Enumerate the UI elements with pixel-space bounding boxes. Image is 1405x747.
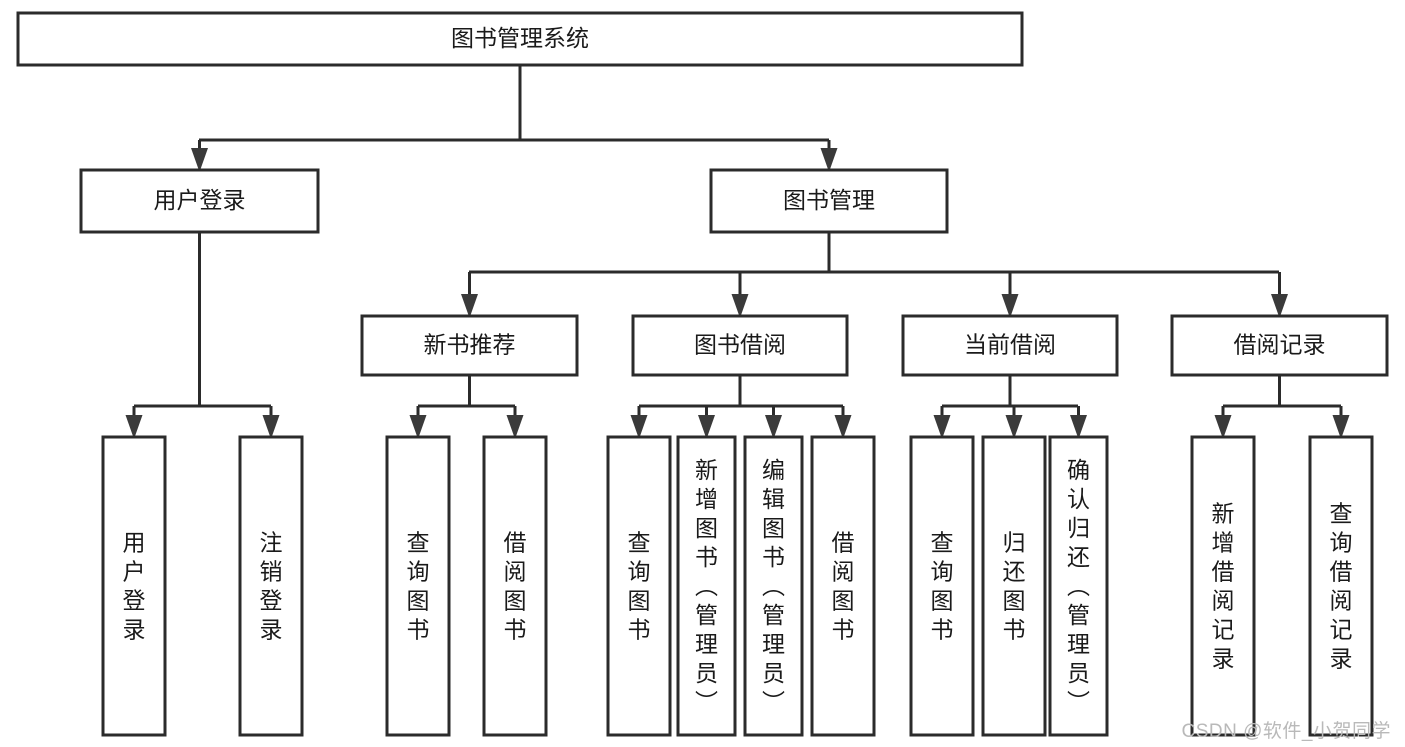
node-label-leaf-edit-book-admin: 编辑图书︵管理员︶ bbox=[762, 457, 785, 715]
node-label-leaf-query-borrow-record: 查询借阅记录 bbox=[1330, 501, 1353, 672]
node-box-borrow-record bbox=[1170, 314, 1389, 377]
leaf-node-leaf-borrow-book-rec[interactable]: 借阅图书 bbox=[482, 435, 548, 737]
node-box-leaf-logout bbox=[238, 435, 304, 737]
level3-node-book-borrow[interactable]: 图书借阅 bbox=[631, 314, 849, 377]
leaf-node-leaf-confirm-return-admin[interactable]: 确认归还︵管理员︶ bbox=[1048, 435, 1109, 737]
arrow-head-leaf-confirm-return-admin bbox=[1070, 415, 1087, 439]
node-box-book-borrow bbox=[631, 314, 849, 377]
node-box-leaf-add-book-admin bbox=[676, 435, 737, 737]
leaf-node-leaf-user-login[interactable]: 用户登录 bbox=[101, 435, 167, 737]
arrow-head-new-book-recommend bbox=[461, 294, 478, 318]
arrow-head-book-management bbox=[820, 148, 838, 172]
node-label-leaf-add-book-admin: 新增图书︵管理员︶ bbox=[695, 457, 718, 715]
node-label-leaf-query-book-current: 查询图书 bbox=[931, 530, 954, 643]
level3-node-new-book-recommend[interactable]: 新书推荐 bbox=[360, 314, 579, 377]
node-box-leaf-query-book-current bbox=[909, 435, 975, 737]
node-label-root: 图书管理系统 bbox=[451, 25, 589, 51]
level3-node-borrow-record[interactable]: 借阅记录 bbox=[1170, 314, 1389, 377]
leaf-node-leaf-edit-book-admin[interactable]: 编辑图书︵管理员︶ bbox=[743, 435, 804, 737]
root-node-root[interactable]: 图书管理系统 bbox=[16, 11, 1024, 67]
leaf-node-leaf-add-book-admin[interactable]: 新增图书︵管理员︶ bbox=[676, 435, 737, 737]
node-box-leaf-confirm-return-admin bbox=[1048, 435, 1109, 737]
arrow-head-leaf-query-book-rec bbox=[409, 415, 427, 439]
arrow-head-user-login bbox=[191, 148, 208, 172]
node-label-leaf-borrow-book-rec: 借阅图书 bbox=[504, 530, 527, 643]
arrow-head-leaf-query-borrow-record bbox=[1332, 415, 1350, 439]
arrow-head-leaf-return-book bbox=[1005, 415, 1023, 439]
leaf-node-leaf-add-borrow-record[interactable]: 新增借阅记录 bbox=[1190, 435, 1256, 737]
node-box-leaf-return-book bbox=[981, 435, 1047, 737]
node-box-leaf-query-borrow-record bbox=[1308, 435, 1374, 737]
node-label-user-login: 用户登录 bbox=[154, 187, 246, 213]
arrow-head-leaf-add-book-admin bbox=[698, 415, 715, 439]
node-label-book-management: 图书管理 bbox=[783, 187, 875, 213]
level3-node-current-borrow[interactable]: 当前借阅 bbox=[901, 314, 1119, 377]
node-label-leaf-user-login: 用户登录 bbox=[123, 530, 146, 643]
leaf-node-leaf-logout[interactable]: 注销登录 bbox=[238, 435, 304, 737]
arrow-head-leaf-borrow-book-rec bbox=[506, 415, 524, 439]
node-box-current-borrow bbox=[901, 314, 1119, 377]
arrow-head-leaf-edit-book-admin bbox=[765, 415, 782, 439]
leaf-node-leaf-return-book[interactable]: 归还图书 bbox=[981, 435, 1047, 737]
node-label-leaf-borrow-book: 借阅图书 bbox=[832, 530, 855, 643]
node-label-book-borrow: 图书借阅 bbox=[694, 332, 786, 358]
arrow-head-leaf-logout bbox=[262, 415, 280, 439]
node-label-borrow-record: 借阅记录 bbox=[1234, 332, 1326, 358]
leaf-node-leaf-query-book-borrow[interactable]: 查询图书 bbox=[606, 435, 672, 737]
node-box-leaf-borrow-book bbox=[810, 435, 876, 737]
leaf-node-leaf-query-book-current[interactable]: 查询图书 bbox=[909, 435, 975, 737]
nodes-layer: 图书管理系统用户登录图书管理新书推荐图书借阅当前借阅借阅记录用户登录注销登录查询… bbox=[16, 11, 1389, 737]
arrow-head-current-borrow bbox=[1001, 294, 1019, 318]
arrow-head-book-borrow bbox=[731, 294, 749, 318]
leaf-node-leaf-borrow-book[interactable]: 借阅图书 bbox=[810, 435, 876, 737]
node-box-leaf-add-borrow-record bbox=[1190, 435, 1256, 737]
node-label-leaf-query-book-rec: 查询图书 bbox=[407, 530, 430, 643]
arrow-head-leaf-query-book-current bbox=[933, 415, 951, 439]
arrow-head-leaf-add-borrow-record bbox=[1214, 415, 1232, 439]
arrow-head-leaf-query-book-borrow bbox=[630, 415, 648, 439]
node-box-leaf-query-book-borrow bbox=[606, 435, 672, 737]
level2-node-user-login[interactable]: 用户登录 bbox=[79, 168, 320, 234]
node-label-leaf-logout: 注销登录 bbox=[260, 530, 283, 643]
node-box-user-login bbox=[79, 168, 320, 234]
node-label-leaf-add-borrow-record: 新增借阅记录 bbox=[1212, 501, 1235, 672]
edges-layer bbox=[125, 65, 1350, 439]
node-label-current-borrow: 当前借阅 bbox=[964, 332, 1056, 358]
node-label-leaf-confirm-return-admin: 确认归还︵管理员︶ bbox=[1067, 457, 1090, 715]
arrow-head-borrow-record bbox=[1271, 294, 1288, 318]
node-label-new-book-recommend: 新书推荐 bbox=[424, 332, 516, 358]
node-box-leaf-borrow-book-rec bbox=[482, 435, 548, 737]
node-label-leaf-query-book-borrow: 查询图书 bbox=[628, 530, 651, 643]
node-box-leaf-user-login bbox=[101, 435, 167, 737]
arrow-head-leaf-borrow-book bbox=[834, 415, 852, 439]
node-box-leaf-query-book-rec bbox=[385, 435, 451, 737]
node-box-leaf-edit-book-admin bbox=[743, 435, 804, 737]
leaf-node-leaf-query-book-rec[interactable]: 查询图书 bbox=[385, 435, 451, 737]
level2-node-book-management[interactable]: 图书管理 bbox=[709, 168, 949, 234]
node-box-book-management bbox=[709, 168, 949, 234]
node-box-root bbox=[16, 11, 1024, 67]
node-label-leaf-return-book: 归还图书 bbox=[1003, 530, 1026, 643]
arrow-head-leaf-user-login bbox=[125, 415, 143, 439]
leaf-node-leaf-query-borrow-record[interactable]: 查询借阅记录 bbox=[1308, 435, 1374, 737]
node-box-new-book-recommend bbox=[360, 314, 579, 377]
